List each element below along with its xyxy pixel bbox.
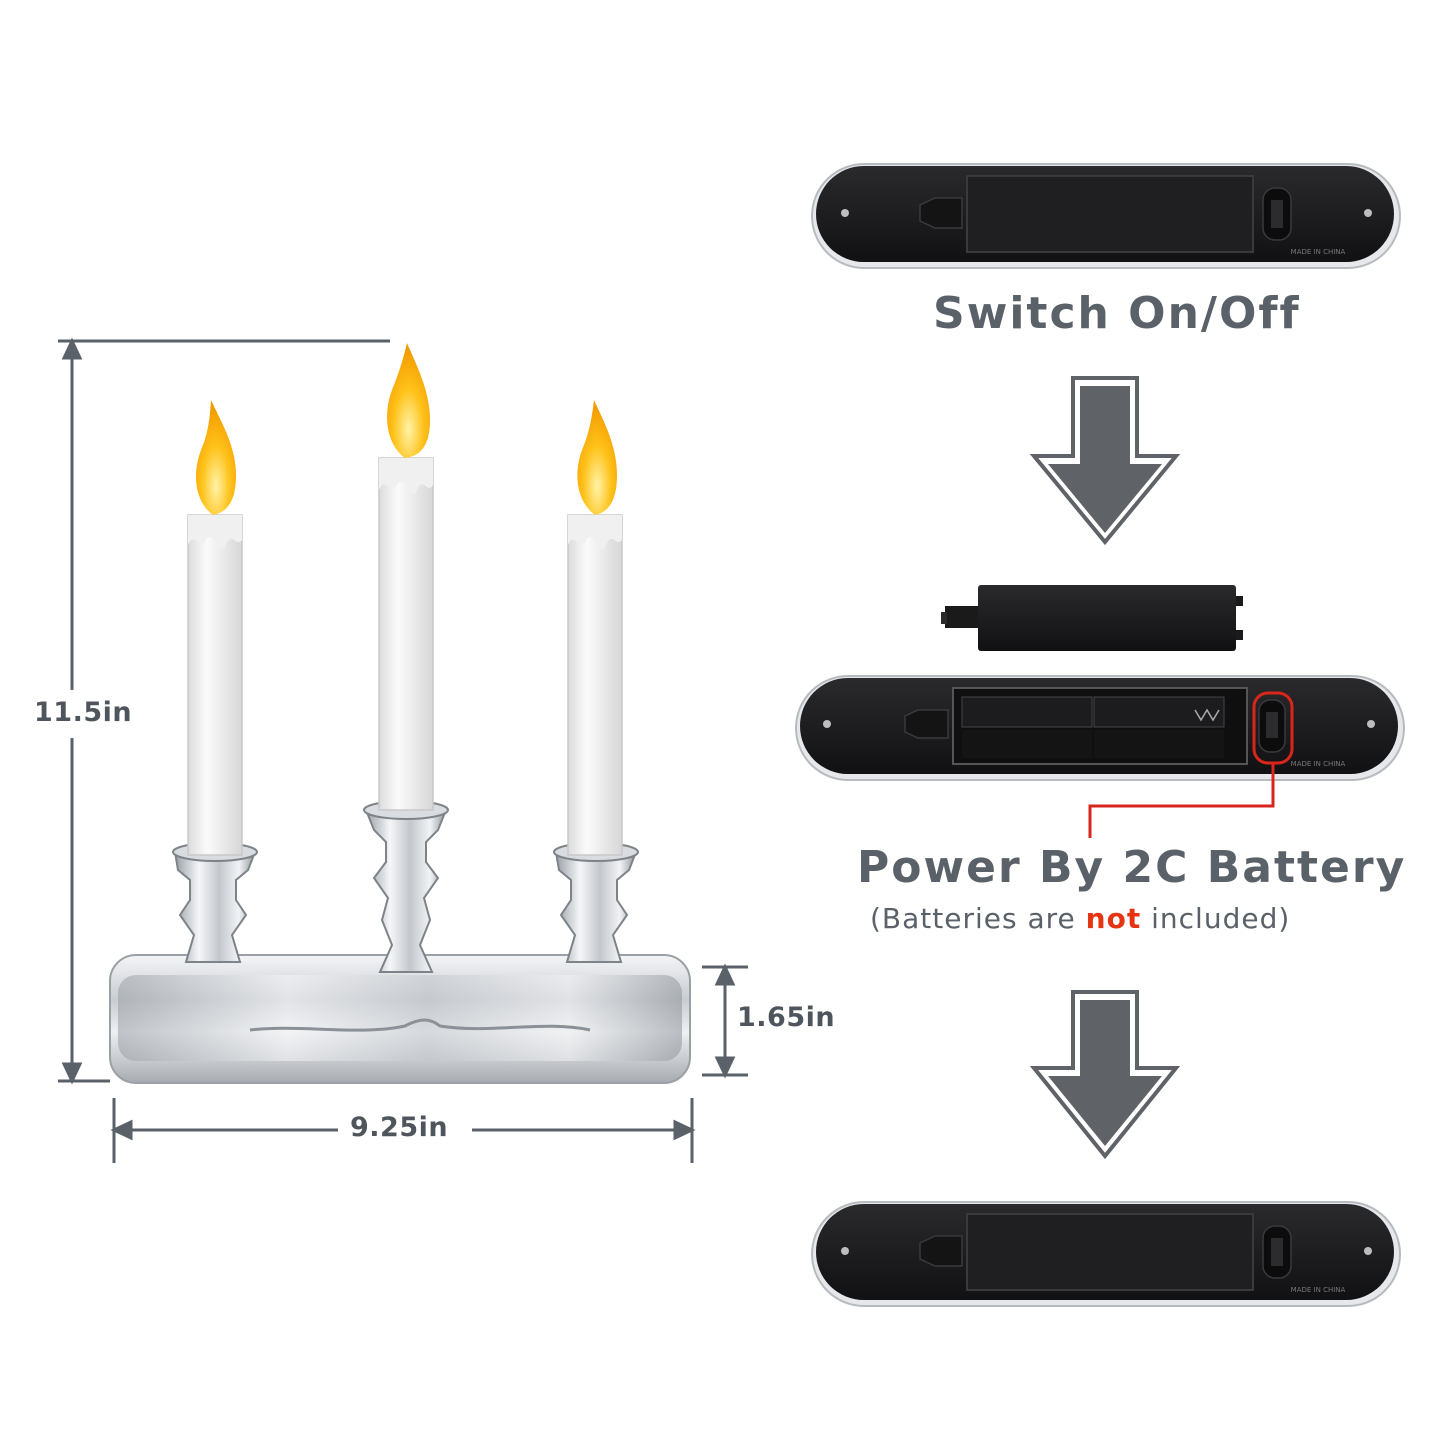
base-bottom-closed-top: MADE IN CHINA [811, 163, 1401, 269]
battery-note-suffix: included) [1141, 902, 1291, 935]
candle-holder-right [553, 842, 639, 963]
svg-text:MADE IN CHINA: MADE IN CHINA [1291, 760, 1346, 768]
battery-note: (Batteries are not included) [870, 902, 1290, 935]
base-height-label: 1.65in [737, 1002, 836, 1033]
flame-icon [387, 343, 430, 458]
base-bottom-closed-bottom: MADE IN CHINA [811, 1201, 1401, 1307]
candle-base [109, 954, 691, 1084]
width-dimension-line [110, 1098, 696, 1163]
battery-note-prefix: (Batteries are [870, 902, 1086, 935]
height-label: 11.5in [34, 697, 133, 728]
power-step-label: Power By 2C Battery [857, 842, 1407, 893]
base-bottom-open: MADE IN CHINA [795, 675, 1405, 781]
down-arrow-icon [1029, 990, 1181, 1160]
battery-cover [941, 585, 1243, 651]
candle-center [378, 343, 434, 811]
base-height-dimension-line [702, 963, 748, 1079]
switch-step-label: Switch On/Off [933, 288, 1301, 339]
candle-left [187, 400, 243, 856]
flame-icon [577, 400, 617, 515]
candle-right [567, 400, 623, 856]
svg-text:MADE IN CHINA: MADE IN CHINA [1291, 248, 1346, 256]
candle-holder-left [172, 842, 258, 963]
candle-holder-center [363, 800, 449, 973]
height-dimension-line [58, 337, 390, 1085]
width-label: 9.25in [350, 1112, 449, 1143]
down-arrow-icon [1029, 376, 1181, 546]
switch-callout [1088, 691, 1294, 838]
flame-icon [196, 400, 236, 515]
battery-note-highlight: not [1085, 902, 1142, 935]
svg-text:MADE IN CHINA: MADE IN CHINA [1291, 1286, 1346, 1294]
